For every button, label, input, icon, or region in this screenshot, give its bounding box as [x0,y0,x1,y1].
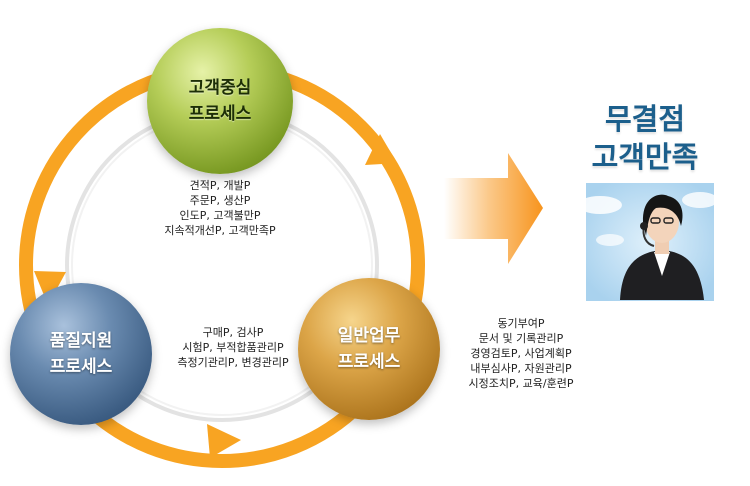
cycle-arrowhead-bottom [207,424,241,458]
process-item: 지속적개선P, 고객만족P [164,224,276,237]
process-item: 구매P, 검사P [202,326,264,339]
cycle-arrowhead-left [34,271,66,305]
circle-label-line1: 품질지원 [49,330,113,351]
process-item: 동기부여P [497,317,545,330]
process-item: 주문P, 생산P [189,194,251,207]
customer-centered-process-circle: 고객중심 프로세스 [147,28,293,174]
process-item: 경영검토P, 사업계획P [470,347,572,360]
cloud-2 [682,192,718,208]
process-item: 견적P, 개발P [189,179,251,192]
goal-line2: 고객만족 [591,140,699,174]
process-item: 시험P, 부적합품관리P [182,341,284,354]
circle-label-line2: 프로세스 [188,104,252,124]
circle-label-line1: 고객중심 [188,77,252,98]
process-item: 문서 및 기록관리P [478,332,564,345]
cloud-3 [596,234,624,246]
cycle-arrowhead-right [365,134,397,165]
circle-label-line2: 프로세스 [337,352,401,372]
quality-support-process-circle: 품질지원 프로세스 [10,283,152,425]
customer-person-illustration [620,194,704,300]
quality-process-list: 구매P, 검사P 시험P, 부적합품관리P 측정기관리P, 변경관리P [168,325,298,370]
circle-label-line2: 프로세스 [49,357,113,377]
process-item: 시정조치P, 교육/훈련P [468,377,574,390]
general-business-process-circle: 일반업무 프로세스 [298,278,440,420]
general-process-list: 동기부여P 문서 및 기록관리P 경영검토P, 사업계획P 내부심사P, 자원관… [462,316,580,391]
cloud-1 [578,196,622,214]
goal-line1: 무결점 [604,102,686,136]
customer-process-list: 견적P, 개발P 주문P, 생산P 인도P, 고객불만P 지속적개선P, 고객만… [155,178,285,238]
process-item: 인도P, 고객불만P [179,209,261,222]
circle-label-line1: 일반업무 [337,325,401,346]
goal-heading: 무결점 고객만족 [570,100,720,176]
process-item: 내부심사P, 자원관리P [470,362,572,375]
big-right-arrow [444,153,543,264]
process-item: 측정기관리P, 변경관리P [177,356,289,369]
